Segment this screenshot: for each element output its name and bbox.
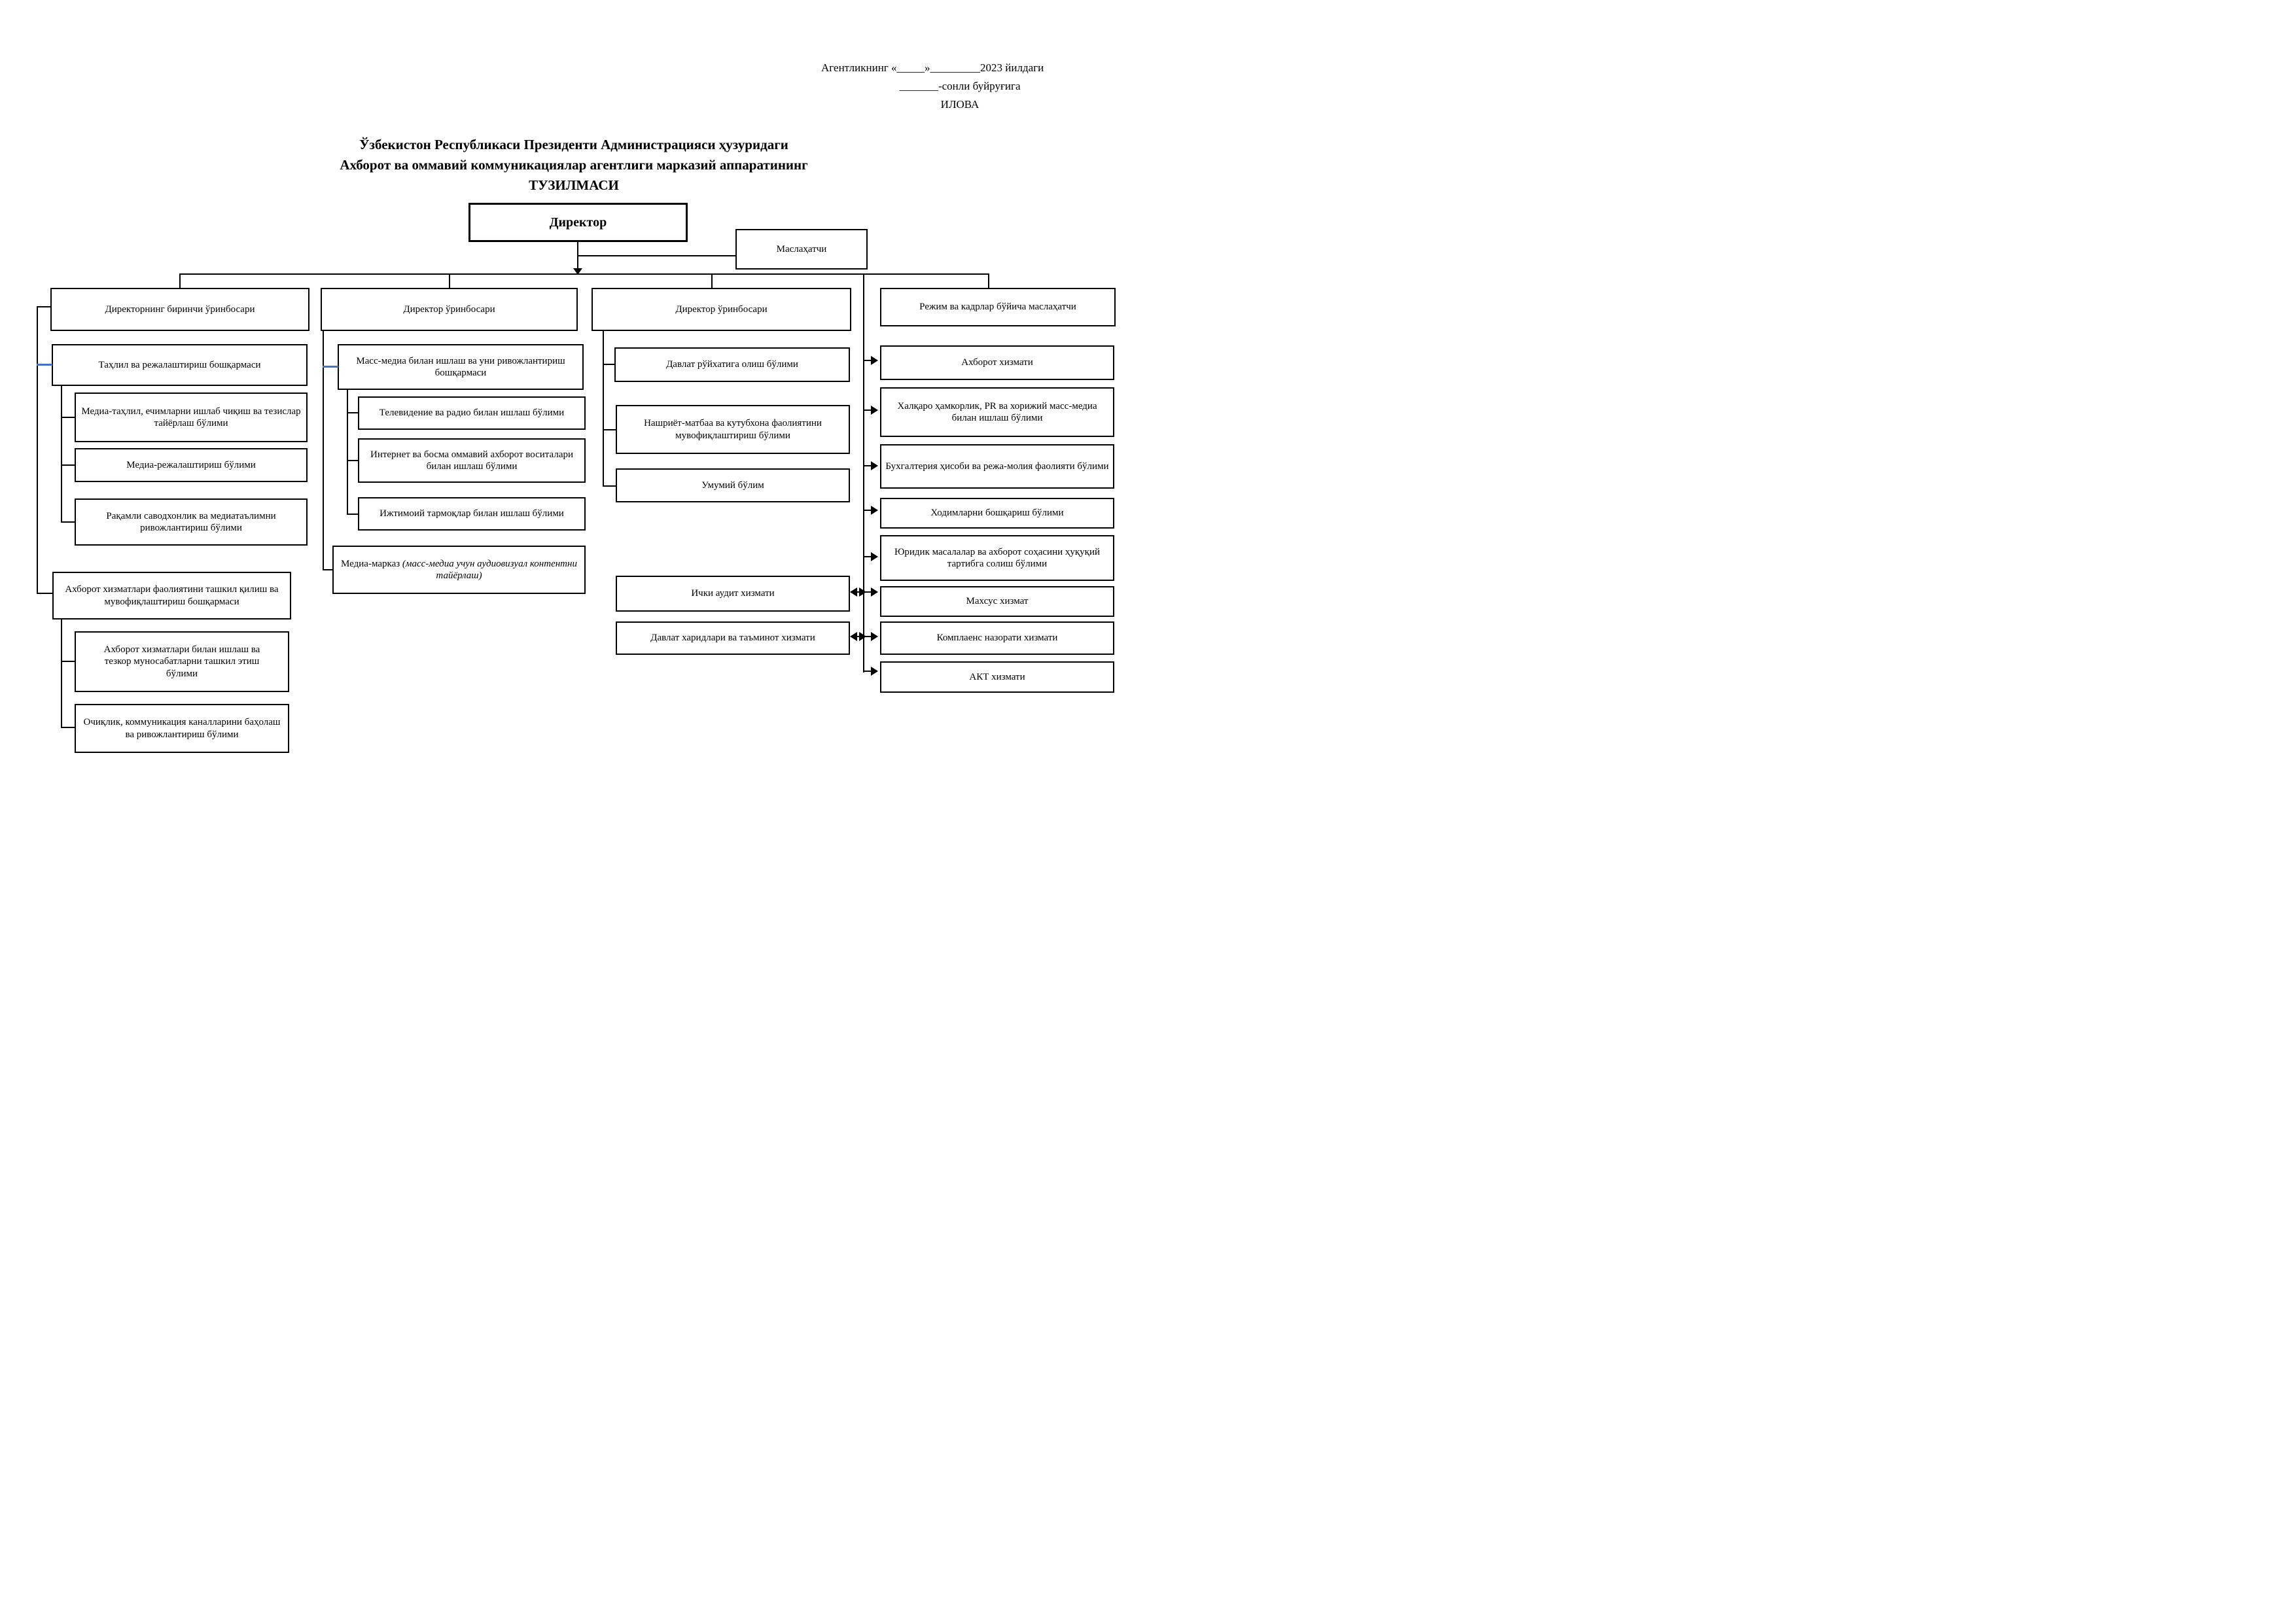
- box-hr-management-unit: Ходимларни бошқариш бўлими: [880, 498, 1114, 529]
- box-first-deputy-director: Директорнинг биринчи ўринбосари: [50, 288, 309, 331]
- arrow-right-icon-compliance: [871, 632, 878, 641]
- connector-col2-sub-c: [347, 514, 359, 515]
- connector-col1-outer: [37, 306, 38, 594]
- box-internal-audit-service: Ички аудит хизмати: [616, 576, 850, 612]
- connector-spine: [863, 273, 864, 672]
- connector-col3-a: [603, 364, 616, 365]
- connector-col1-sub2-b: [61, 727, 75, 728]
- arrow-right-icon-ict: [871, 667, 878, 676]
- arrow-right-icon-accounting: [871, 461, 878, 470]
- arrow-right-icon-procurement: [859, 632, 866, 641]
- connector-audit-spine: [856, 591, 861, 593]
- box-media-center: Медиа-марказ (масс-медиа учун аудиовизуа…: [332, 546, 586, 594]
- info-services-relations-label: Ахборот хизматлари билан ишлаш ва тезкор…: [103, 644, 260, 679]
- box-regime-hr-advisor: Режим ва кадрлар бўйича маслаҳатчи: [880, 288, 1116, 326]
- connector-stub-col3: [711, 273, 713, 288]
- box-publishing-library-unit: Нашриёт-матбаа ва кутубхона фаолиятини м…: [616, 405, 850, 454]
- box-special-service: Махсус хизмат: [880, 586, 1114, 617]
- connector-arrow-compliance: [864, 636, 872, 637]
- box-info-services-relations-unit: Ахборот хизматлари билан ишлаш ва тезкор…: [75, 631, 289, 692]
- box-international-pr-unit: Халқаро ҳамкорлик, PR ва хорижий масс-ме…: [880, 387, 1114, 437]
- arrow-right-icon-international: [871, 406, 878, 415]
- connector-stub-col4: [988, 273, 989, 288]
- box-director: Директор: [468, 203, 688, 242]
- connector-col2-outer-bottom: [323, 569, 334, 570]
- arrow-down-icon: [573, 268, 582, 275]
- arrow-right-icon-info-service: [871, 356, 878, 365]
- connector-arrow-international: [864, 410, 872, 411]
- box-legal-affairs-unit: Юридик масалалар ва ахборот соҳасини ҳуқ…: [880, 535, 1114, 581]
- box-digital-literacy-unit: Рақамли саводхонлик ва медиатаълимни рив…: [75, 498, 308, 546]
- decree-line-2: _______-сонли буйруғига: [899, 80, 1021, 93]
- arrow-right-icon-special: [871, 587, 878, 597]
- box-state-registration-unit: Давлат рўйхатига олиш бўлими: [614, 347, 850, 382]
- connector-director-advisor: [578, 255, 735, 256]
- connector-distribution-line: [179, 273, 989, 275]
- connector-col1-outer-top: [37, 306, 51, 307]
- decree-line-3: ИЛОВА: [940, 98, 980, 111]
- arrow-right-icon-hr: [871, 506, 878, 515]
- title-line-1: Ўзбекистон Республикаси Президенти Админ…: [359, 137, 788, 152]
- chart-title: Ўзбекистон Республикаси Президенти Админ…: [0, 135, 1148, 196]
- title-line-2: Ахборот ва оммавий коммуникациялар агент…: [340, 157, 808, 173]
- arrow-left-icon-audit: [850, 587, 857, 597]
- connector-arrow-special: [864, 591, 872, 593]
- media-center-note: (масс-медиа учун аудиовизуал контентни т…: [402, 558, 577, 581]
- box-information-service: Ахборот хизмати: [880, 345, 1114, 380]
- arrow-right-icon-audit: [859, 587, 866, 597]
- box-compliance-service: Комплаенс назорати хизмати: [880, 621, 1114, 655]
- box-internet-print-unit: Интернет ва босма оммавий ахборот восита…: [358, 438, 586, 483]
- arrow-right-icon-legal: [871, 552, 878, 561]
- connector-stub-col2: [449, 273, 450, 288]
- decree-annotation: Агентликнинг «_____»_________2023 йилдаг…: [821, 59, 1099, 114]
- connector-col3-outer: [603, 331, 604, 487]
- connector-col1-blue-tick: [37, 364, 52, 366]
- title-line-3: ТУЗИЛМАСИ: [529, 177, 619, 193]
- decree-line-1: Агентликнинг «_____»_________2023 йилдаг…: [821, 61, 1044, 74]
- org-chart-page: Агентликнинг «_____»_________2023 йилдаг…: [0, 0, 1148, 811]
- box-openness-communication-unit: Очиқлик, коммуникация каналларини баҳола…: [75, 704, 289, 753]
- connector-arrow-legal: [864, 556, 872, 557]
- box-ict-service: АКТ хизмати: [880, 661, 1114, 693]
- connector-col3-c: [603, 485, 617, 487]
- connector-col2-sub-b: [347, 460, 359, 461]
- arrow-left-icon-procurement: [850, 632, 857, 641]
- box-general-unit: Умумий бўлим: [616, 468, 850, 502]
- box-information-services-dept: Ахборот хизматлари фаолиятини ташкил қил…: [52, 572, 291, 620]
- connector-arrow-accounting: [864, 465, 872, 466]
- media-center-label: Медиа-марказ (масс-медиа учун аудиовизуа…: [338, 558, 580, 582]
- box-deputy-director-3: Директор ўринбосари: [592, 288, 851, 331]
- box-media-planning-unit: Медиа-режалаштириш бўлими: [75, 448, 308, 482]
- connector-procurement-spine: [856, 636, 861, 637]
- connector-arrow-ict: [864, 671, 872, 672]
- box-analysis-planning-dept: Таҳлил ва режалаштириш бошқармаси: [52, 344, 308, 386]
- connector-col2-sub-a: [347, 412, 359, 413]
- box-advisor: Маслаҳатчи: [735, 229, 868, 270]
- box-massmedia-dept: Масс-медиа билан ишлаш ва уни ривожланти…: [338, 344, 584, 390]
- connector-col1-outer-bottom: [37, 593, 54, 594]
- box-media-analysis-unit: Медиа-таҳлил, ечимларни ишлаб чиқиш ва т…: [75, 393, 308, 442]
- connector-col1-sub1: [61, 386, 62, 523]
- connector-col1-sub2-a: [61, 661, 75, 662]
- connector-col1-sub2: [61, 620, 62, 728]
- connector-arrow-hr: [864, 510, 872, 511]
- box-tv-radio-unit: Телевидение ва радио билан ишлаш бўлими: [358, 396, 586, 430]
- connector-col1-sub1-c: [61, 521, 75, 523]
- box-procurement-service: Давлат харидлари ва таъминот хизмати: [616, 621, 850, 655]
- box-social-networks-unit: Ижтимоий тармоқлар билан ишлаш бўлими: [358, 497, 586, 531]
- media-center-name: Медиа-марказ: [341, 558, 402, 569]
- box-deputy-director-2: Директор ўринбосари: [321, 288, 578, 331]
- connector-col2-blue-tick: [323, 366, 338, 368]
- connector-stub-col1: [179, 273, 181, 288]
- connector-col2-sub: [347, 390, 348, 515]
- connector-col2-outer: [323, 331, 324, 570]
- box-accounting-finance-unit: Бухгалтерия ҳисоби ва режа-молия фаолият…: [880, 444, 1114, 489]
- connector-arrow-info-service: [864, 360, 872, 361]
- connector-col1-sub1-a: [61, 417, 75, 418]
- connector-col1-sub1-b: [61, 464, 75, 466]
- connector-col3-b: [603, 429, 617, 430]
